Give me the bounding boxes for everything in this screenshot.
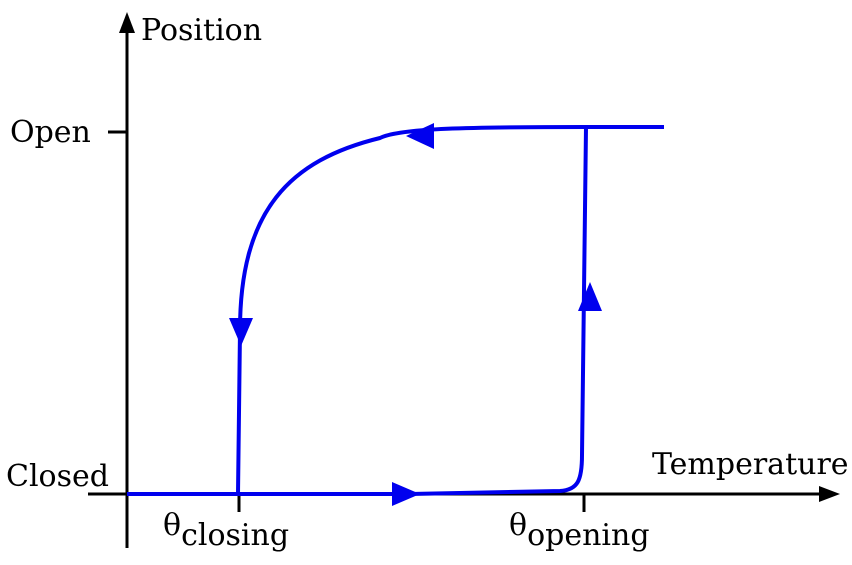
arrow-down-icon [229,318,253,346]
arrow-right-icon [392,482,420,506]
cooling-branch [236,125,587,495]
opening-subscript: opening [527,518,649,553]
x-axis-arrowhead [819,486,840,502]
hysteresis-loop [127,123,664,506]
closing-subscript: closing [181,518,289,553]
x-tick-label-closing: θclosing [163,508,289,553]
arrow-up-icon [578,282,602,311]
heating-branch [127,125,664,496]
x-axis-title: Temperature [652,447,849,482]
theta-symbol-opening: θ [509,508,527,543]
theta-symbol-closing: θ [163,508,181,543]
y-tick-label-open: Open [10,115,91,150]
y-axis-arrowhead [119,12,135,33]
y-axis-title: Position [141,13,262,48]
y-tick-label-closed: Closed [6,459,109,494]
x-tick-label-opening: θopening [509,508,650,553]
axis-labels: Position Temperature Open Closed θclosin… [6,13,849,553]
arrow-left-icon [406,123,434,149]
